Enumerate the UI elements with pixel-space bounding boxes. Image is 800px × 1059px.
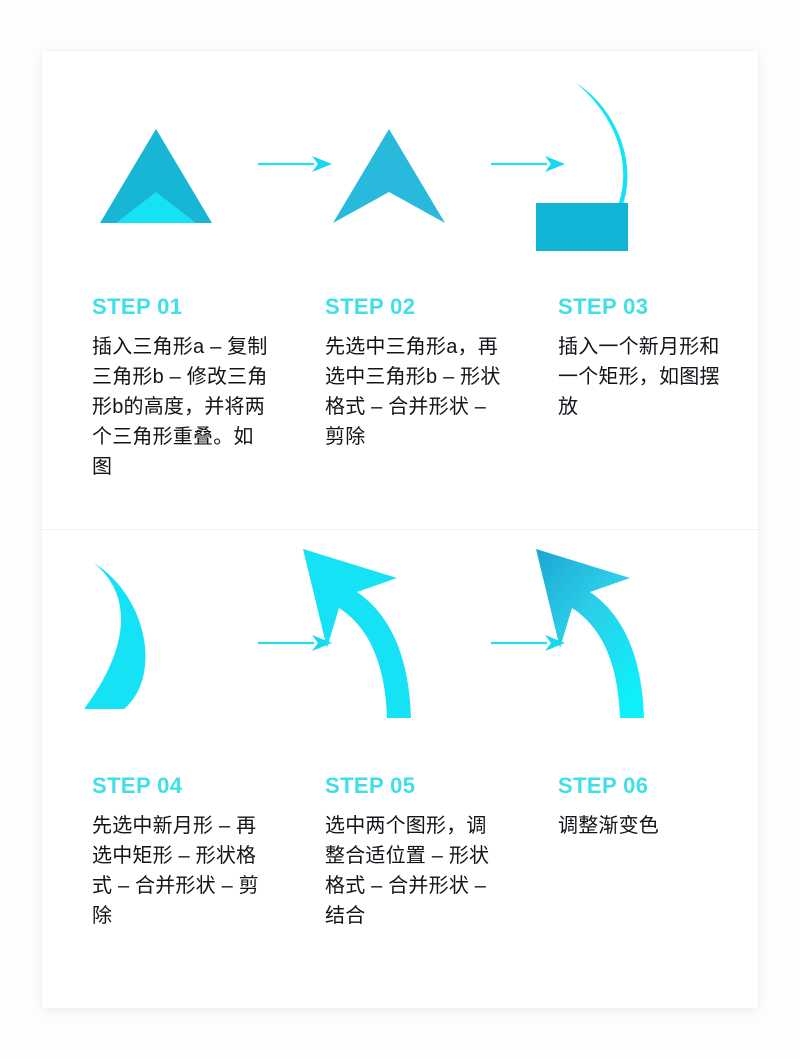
step-card-01: STEP 01 插入三角形a – 复制三角形b – 修改三角形b的高度，并将两个… [48, 51, 270, 529]
step-body: 插入三角形a – 复制三角形b – 修改三角形b的高度，并将两个三角形重叠。如图 [92, 336, 268, 478]
arrow-1-to-2 [256, 149, 336, 179]
steps-row-bottom: STEP 04 先选中新月形 – 再选中矩形 – 形状格式 – 合并形状 – 剪… [42, 530, 758, 1008]
step-body: 调整渐变色 [558, 815, 659, 837]
curved-arrow-solid-icon [303, 549, 411, 718]
figure-crescent-with-rectangle [514, 51, 736, 283]
step-card-03: STEP 03 插入一个新月形和一个矩形，如图摆放 [514, 51, 736, 529]
trimmed-crescent-icon [84, 563, 146, 709]
step-title: STEP 02 [325, 294, 416, 319]
figure-chevron-arrowhead [281, 51, 503, 283]
arrow-2-to-3 [489, 149, 569, 179]
step-card-04: STEP 04 先选中新月形 – 再选中矩形 – 形状格式 – 合并形状 – 剪… [48, 530, 270, 1008]
tutorial-card: STEP 01 插入三角形a – 复制三角形b – 修改三角形b的高度，并将两个… [42, 51, 758, 1008]
right-arrow-icon [491, 156, 565, 172]
figure-curved-arrow-solid [281, 530, 503, 762]
curved-arrow-gradient-icon [536, 549, 644, 718]
step-card-02: STEP 02 先选中三角形a，再选中三角形b – 形状格式 – 合并形状 – … [281, 51, 503, 529]
step-title: STEP 05 [325, 773, 416, 798]
row-divider [42, 529, 758, 530]
right-arrow-icon [258, 635, 332, 651]
step-card-05: STEP 05 选中两个图形，调整合适位置 – 形状格式 – 合并形状 – 结合 [281, 530, 503, 1008]
step-body: 选中两个图形，调整合适位置 – 形状格式 – 合并形状 – 结合 [325, 815, 490, 927]
step-body: 先选中三角形a，再选中三角形b – 形状格式 – 合并形状 – 剪除 [325, 336, 501, 448]
step-body: 插入一个新月形和一个矩形，如图摆放 [558, 336, 720, 418]
arrow-4-to-5 [256, 628, 336, 658]
right-arrow-icon [491, 635, 565, 651]
step-title: STEP 06 [558, 773, 649, 798]
step-body: 先选中新月形 – 再选中矩形 – 形状格式 – 合并形状 – 剪除 [92, 815, 259, 927]
figure-curved-arrow-gradient [514, 530, 736, 762]
figure-trimmed-crescent [48, 530, 270, 762]
step-title: STEP 04 [92, 773, 183, 798]
step-title: STEP 01 [92, 294, 183, 319]
chevron-arrowhead-icon [333, 129, 445, 223]
right-arrow-icon [258, 156, 332, 172]
crescent-with-rectangle-icon [536, 83, 628, 251]
two-overlapping-triangles-icon [100, 129, 212, 223]
step-title: STEP 03 [558, 294, 649, 319]
step-card-06: STEP 06 调整渐变色 [514, 530, 736, 1008]
arrow-5-to-6 [489, 628, 569, 658]
steps-row-top: STEP 01 插入三角形a – 复制三角形b – 修改三角形b的高度，并将两个… [42, 51, 758, 529]
figure-two-overlapping-triangles [48, 51, 270, 283]
